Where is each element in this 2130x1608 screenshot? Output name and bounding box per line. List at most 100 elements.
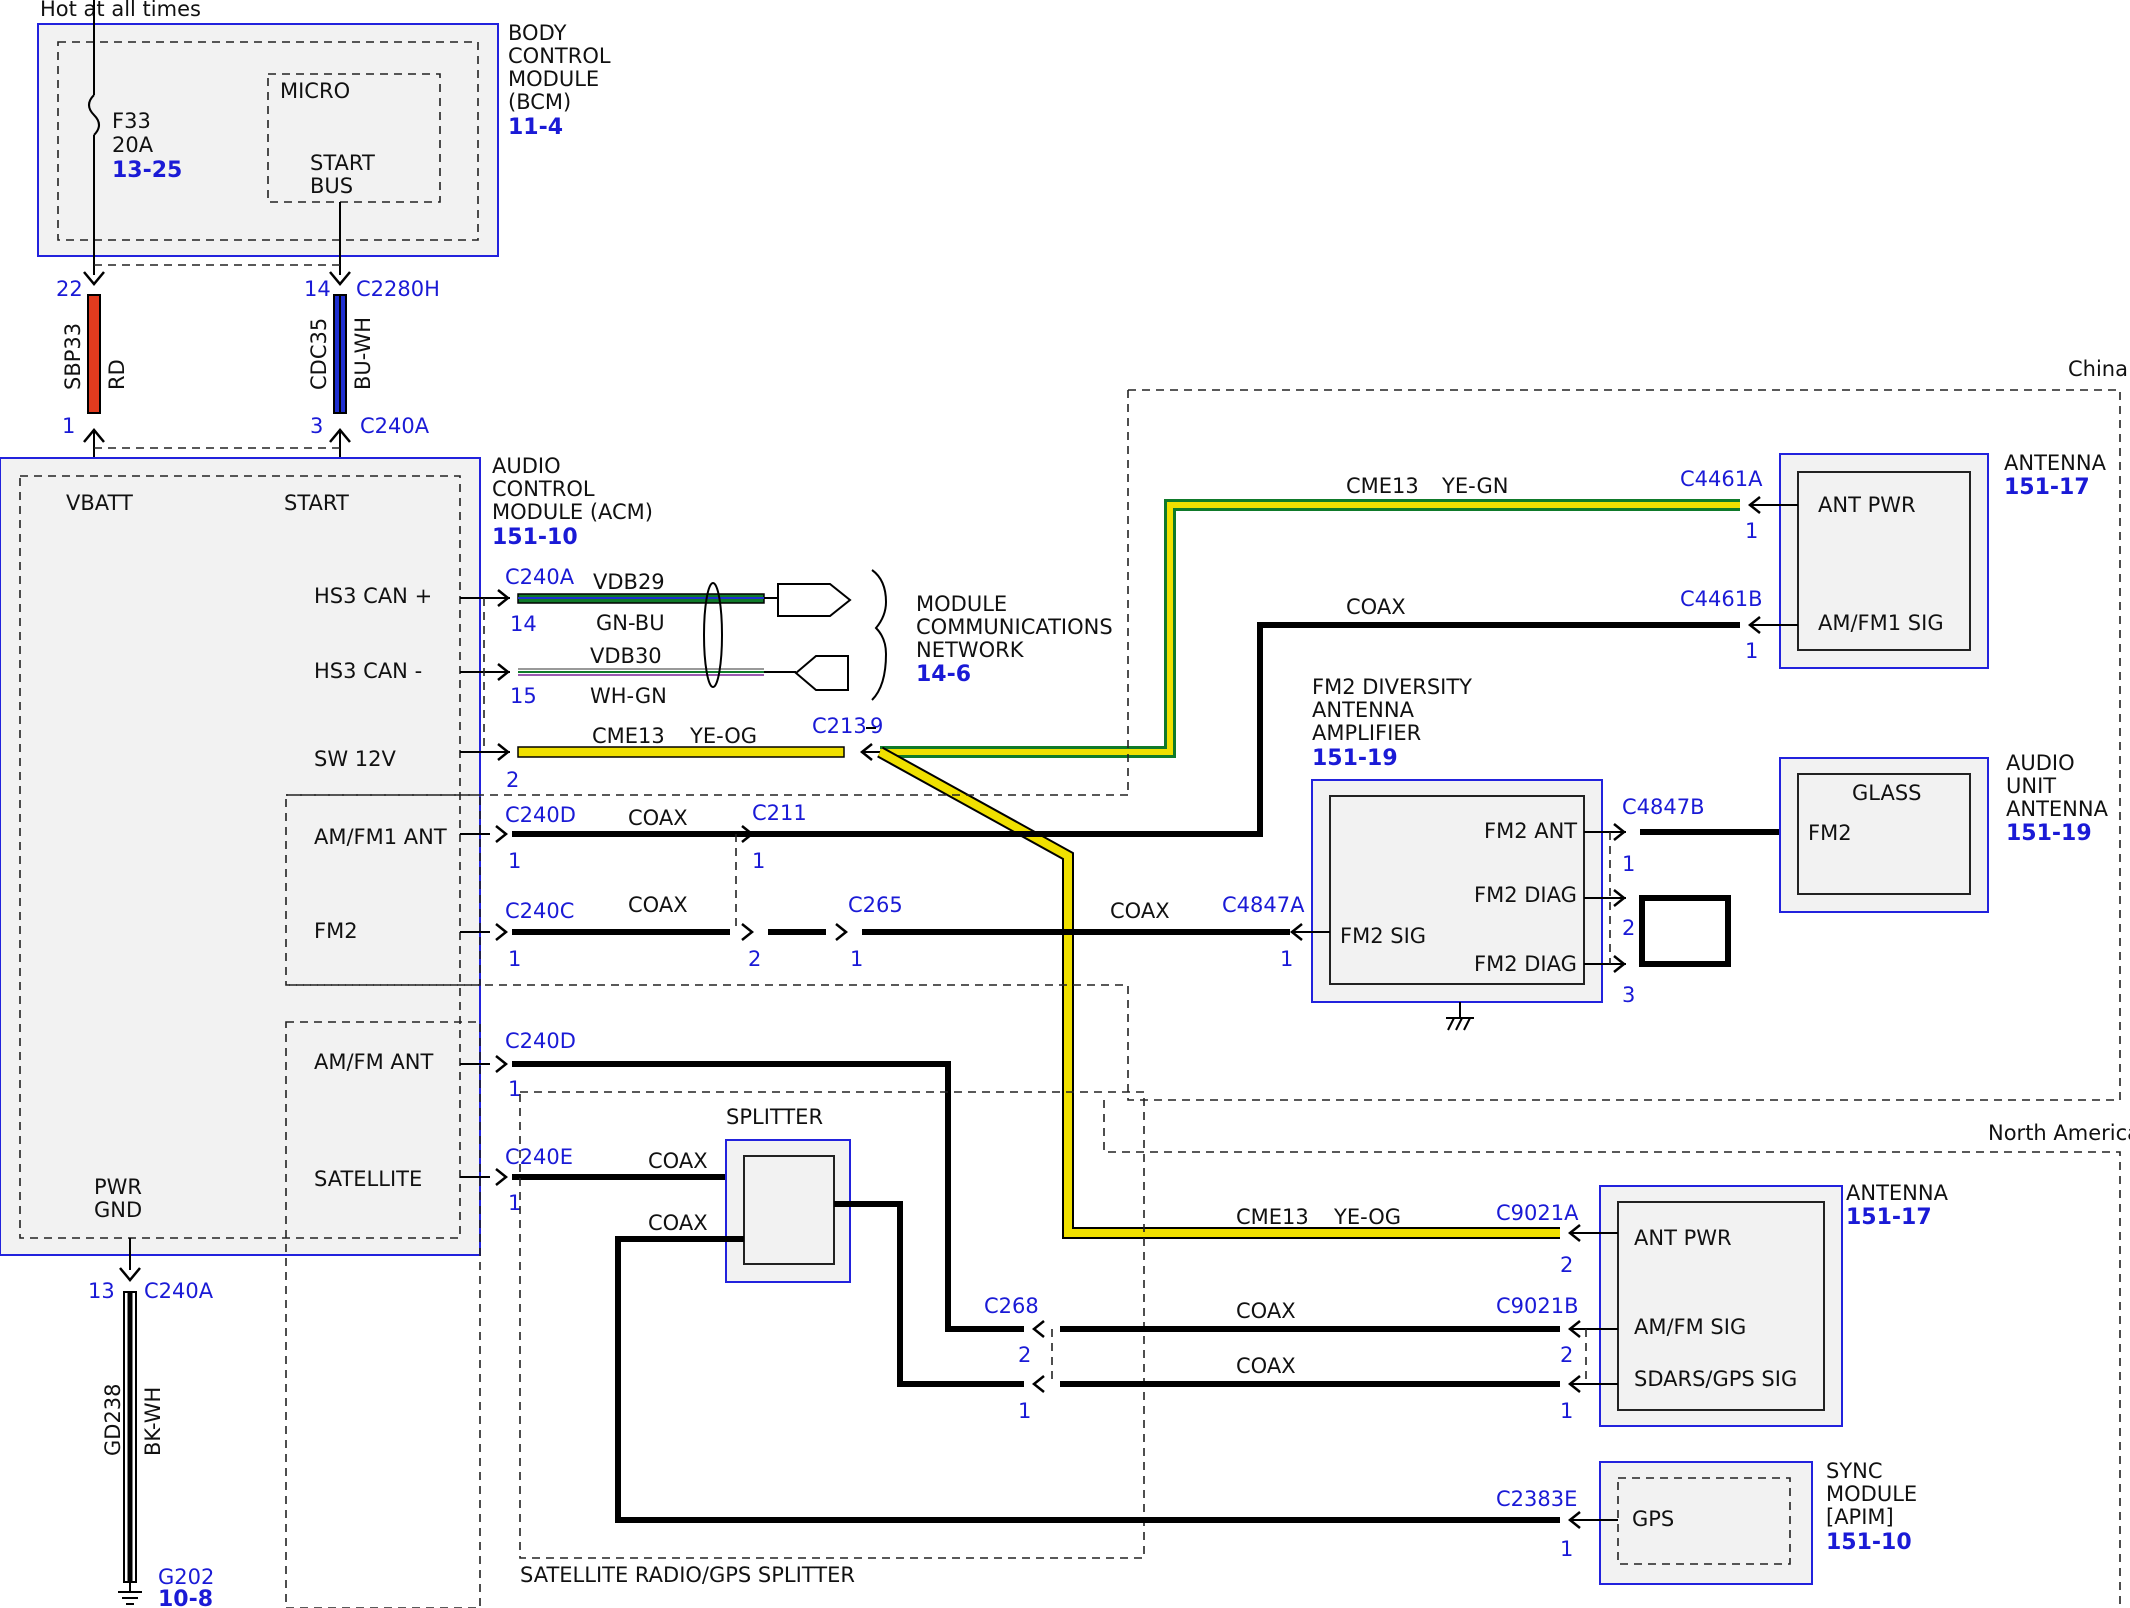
na-coax-label-2: COAX — [648, 1211, 708, 1235]
sw12v-color: YE-OG — [689, 724, 757, 748]
china-antenna-ref[interactable]: 151-17 — [2004, 475, 2090, 500]
acm-title-3: MODULE (ACM) — [492, 500, 653, 524]
acm-gnd-label: GND — [94, 1198, 142, 1222]
connector-c9021b[interactable]: C9021B — [1496, 1294, 1579, 1318]
fuse-amps: 20A — [112, 133, 154, 157]
acm-pin-fm2: FM2 — [314, 919, 358, 943]
na-coax-label-3: COAX — [1236, 1299, 1296, 1323]
wire-sbp33-red[interactable] — [87, 294, 101, 414]
connector-arrow-icon — [119, 1267, 141, 1282]
fm2-ant-label: FM2 ANT — [1484, 819, 1577, 843]
c9021b-pin-1: 1 — [1560, 1399, 1573, 1423]
na-cme13-color: YE-OG — [1333, 1205, 1401, 1229]
fm2-amplifier-module: FM2 ANT FM2 DIAG FM2 DIAG FM2 SIG FM2 DI… — [1311, 675, 1603, 1003]
bcm-title-3: MODULE — [508, 67, 599, 91]
connector-arrow-icon — [83, 271, 105, 286]
connector-c9021a[interactable]: C9021A — [1496, 1201, 1579, 1225]
can-minus-pin: 15 — [510, 684, 537, 708]
sync-title-2: MODULE — [1826, 1482, 1917, 1506]
fm2-amp-title-1: FM2 DIVERSITY — [1312, 675, 1472, 699]
c4461b-pin: 1 — [1745, 639, 1758, 663]
network-ref[interactable]: 14-6 — [916, 662, 971, 687]
wire-gd238[interactable] — [123, 1291, 137, 1583]
na-coax-amfm[interactable] — [512, 1061, 1024, 1332]
na-c240d[interactable]: C240D — [505, 1029, 576, 1053]
sync-ref[interactable]: 151-10 — [1826, 1530, 1912, 1555]
sync-title-3: [APIM] — [1826, 1505, 1894, 1529]
ground-ref[interactable]: 10-8 — [158, 1587, 213, 1608]
connector-arrow-icon — [329, 428, 351, 443]
wire-cme13-ye-gn[interactable] — [880, 499, 1740, 758]
bcm-right-pin-bottom: 3 — [310, 414, 323, 438]
sw12v-pin: 2 — [506, 768, 519, 792]
network-line-2: COMMUNICATIONS — [916, 615, 1113, 639]
bcm-start-bus-line1: START — [310, 151, 375, 175]
audio-ant-ref[interactable]: 151-19 — [2006, 821, 2092, 846]
splitter-label: SPLITTER — [726, 1105, 823, 1129]
china-coax-label-1: COAX — [1346, 595, 1406, 619]
bcm-ref[interactable]: 11-4 — [508, 115, 563, 140]
wire-cme13-ye-og-na[interactable] — [877, 746, 1560, 1239]
na-coax-sdars[interactable] — [834, 1201, 1024, 1387]
china-c240d[interactable]: C240D — [505, 803, 576, 827]
audio-ant-title-1: AUDIO — [2006, 751, 2075, 775]
wire-cme13-ye-og[interactable] — [517, 746, 845, 758]
na-c240e[interactable]: C240E — [505, 1145, 573, 1169]
can-connector-c240a[interactable]: C240A — [505, 565, 575, 589]
splice-c213[interactable]: C213 — [812, 714, 867, 738]
china-amfm1-sig: AM/FM1 SIG — [1818, 611, 1944, 635]
connector-arrow-icon — [83, 428, 105, 443]
c265-pin: 1 — [850, 947, 863, 971]
na-antenna-ref[interactable]: 151-17 — [1846, 1205, 1932, 1230]
fm2-diag-label-1: FM2 DIAG — [1474, 883, 1577, 907]
acm-pwr-label: PWR — [94, 1175, 142, 1199]
audio-ant-title-3: ANTENNA — [2006, 797, 2109, 821]
can-plus-circuit: VDB29 — [593, 570, 665, 594]
network-line-1: MODULE — [916, 592, 1007, 616]
splice-c268[interactable]: C268 — [984, 1294, 1039, 1318]
bcm-title-2: CONTROL — [508, 44, 611, 68]
na-coax-gps[interactable] — [615, 1236, 1560, 1523]
bcm-left-pin-top: 22 — [56, 277, 83, 301]
china-pin-group — [285, 794, 481, 986]
satellite-splitter-label: SATELLITE RADIO/GPS SPLITTER — [520, 1563, 855, 1587]
splice-c211[interactable]: C211 — [752, 801, 807, 825]
connector-c4461b[interactable]: C4461B — [1680, 587, 1763, 611]
wire-sbp33-circuit: SBP33 — [61, 323, 85, 390]
acm-ref[interactable]: 151-10 — [492, 525, 578, 550]
china-c240c-pin: 1 — [508, 947, 521, 971]
ground-connector-c240a[interactable]: C240A — [144, 1279, 214, 1303]
fm2-amp-title-2: ANTENNA — [1312, 698, 1415, 722]
fm2-amp-title-3: AMPLIFIER — [1312, 721, 1421, 745]
wire-sbp33-color: RD — [105, 359, 129, 390]
ground-g202[interactable]: G202 — [158, 1565, 214, 1589]
china-coax-amfm1[interactable] — [706, 622, 1740, 837]
twisted-pair-icon — [703, 582, 723, 688]
na-pin-group — [285, 1021, 481, 1608]
brace-icon — [871, 569, 888, 701]
bcm-left-pin-bottom: 1 — [62, 414, 75, 438]
na-coax-label-4: COAX — [1236, 1354, 1296, 1378]
bcm-title-4: (BCM) — [508, 90, 571, 114]
acm-pin-satellite: SATELLITE — [314, 1167, 422, 1191]
fm2-amp-ref[interactable]: 151-19 — [1312, 746, 1398, 771]
connector-c4847b[interactable]: C4847B — [1622, 795, 1705, 819]
splice-c265[interactable]: C265 — [848, 893, 903, 917]
china-region-label: China — [2068, 357, 2128, 381]
connector-c4847a[interactable]: C4847A — [1222, 893, 1305, 917]
fm2-diag-label-2: FM2 DIAG — [1474, 952, 1577, 976]
connector-c2383e[interactable]: C2383E — [1496, 1487, 1577, 1511]
c9021b-pin-2: 2 — [1560, 1343, 1573, 1367]
connector-c4461a[interactable]: C4461A — [1680, 467, 1763, 491]
c268-pin-2: 2 — [1018, 1343, 1031, 1367]
wire-vdb30[interactable] — [518, 668, 764, 676]
glass-label: GLASS — [1852, 781, 1921, 805]
splitter-module: SPLITTER — [725, 1105, 851, 1283]
connector-c2280h[interactable]: C2280H — [356, 277, 440, 301]
china-c240c[interactable]: C240C — [505, 899, 574, 923]
connector-c240a-top[interactable]: C240A — [360, 414, 430, 438]
acm-pin-hs3-can-minus: HS3 CAN - — [314, 659, 422, 683]
china-coax-label-2: COAX — [628, 806, 688, 830]
fm2-sig-label: FM2 SIG — [1340, 924, 1426, 948]
fuse-ref[interactable]: 13-25 — [112, 158, 182, 183]
